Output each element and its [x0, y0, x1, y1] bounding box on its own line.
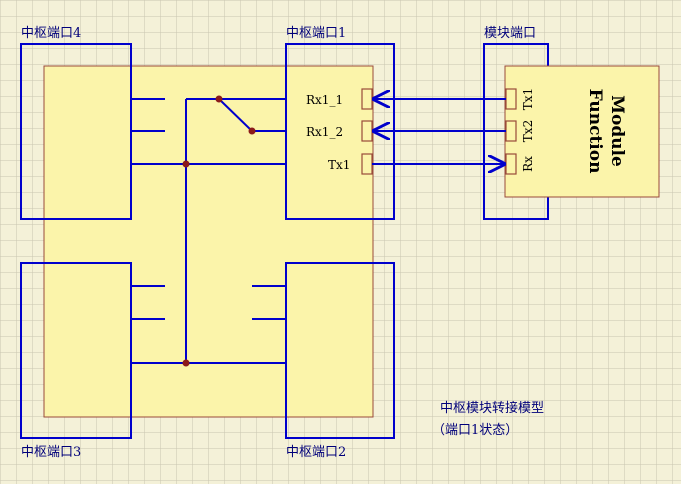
label-mod-rx: Rx: [521, 156, 535, 172]
pin-mod-tx1: [505, 88, 517, 110]
label-mod-tx1: Tx1: [521, 88, 535, 110]
port3-outline: [20, 262, 132, 439]
function-module-block: [504, 65, 660, 198]
module-title-line2: Module: [607, 95, 627, 167]
caption-title: 中枢模块转接模型: [440, 400, 544, 416]
switch-blade: [218, 98, 253, 132]
pin-mod-rx: [505, 153, 517, 175]
caption-subtitle: （端口1状态）: [432, 423, 518, 438]
junction-switch-bottom: [248, 127, 256, 135]
module-title-line1: Function: [585, 89, 605, 174]
label-tx1: Tx1: [328, 158, 350, 172]
label-mod-tx2: Tx2: [521, 120, 535, 142]
label-module-port: 模块端口: [484, 26, 536, 41]
label-port4: 中枢端口4: [21, 26, 81, 41]
junction-switch-top: [215, 95, 223, 103]
junction-bus-top: [182, 160, 190, 168]
pin-tx1: [361, 153, 373, 175]
label-rx1-1: Rx1_1: [306, 93, 343, 107]
pin-rx1-1: [361, 88, 373, 110]
label-rx1-2: Rx1_2: [306, 125, 343, 139]
hub-block: [43, 65, 374, 418]
label-port3: 中枢端口3: [21, 445, 81, 460]
pin-mod-tx2: [505, 120, 517, 142]
label-port2: 中枢端口2: [286, 445, 346, 460]
pin-rx1-2: [361, 120, 373, 142]
junction-bus-bottom: [182, 359, 190, 367]
label-port1: 中枢端口1: [286, 26, 346, 41]
port2-outline: [285, 262, 395, 439]
